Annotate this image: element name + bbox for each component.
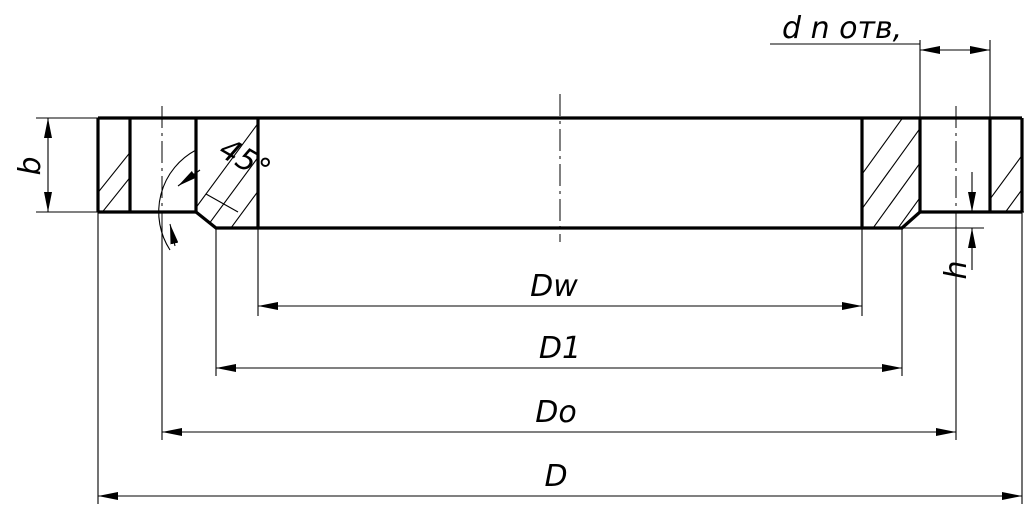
dimension-labels: Dw D1 Do D d n отв, b h 45° (13, 11, 974, 494)
label-do: Do (535, 395, 576, 430)
label-b: b (13, 156, 48, 175)
hatch-right-inner (862, 118, 920, 228)
label-dw: Dw (530, 269, 578, 304)
label-chamfer-angle: 45° (213, 131, 277, 188)
dimension-lines (44, 43, 1022, 500)
section-hatching (98, 118, 1022, 228)
label-d: D (544, 459, 567, 494)
label-d1: D1 (539, 331, 581, 366)
hatch-right-outer (990, 154, 1022, 212)
hatch-left-inner (196, 118, 258, 228)
label-holes: d n отв, (782, 11, 902, 46)
hatch-left-outer (98, 151, 130, 212)
chamfer-angle-arc (158, 149, 197, 251)
label-h: h (939, 260, 974, 279)
center-lines (161, 94, 957, 242)
flange-outline (96, 116, 1024, 230)
